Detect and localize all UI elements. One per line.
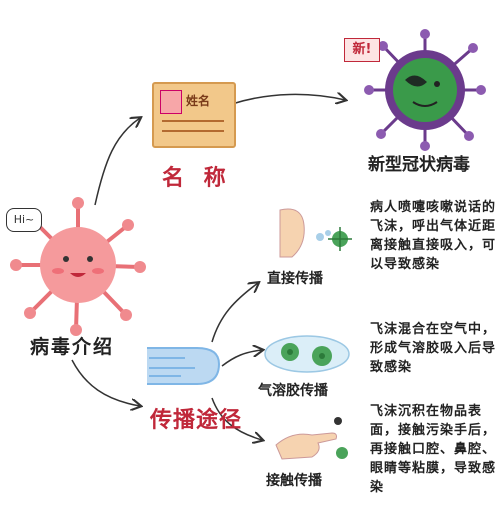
arrow-card-to-virus: [231, 94, 345, 104]
arrow-to-direct: [211, 283, 258, 343]
contact-hand-illustration: [275, 417, 348, 460]
route-aerosol-name: 气溶胶传播: [258, 383, 328, 399]
route-contact-name: 接触传播: [266, 473, 322, 489]
route-direct-desc: 病人喷嚏咳嗽说话的飞沫，呼出气体近距离接触直接吸入，可以导致感染: [370, 200, 497, 272]
route-contact-desc: 飞沫沉积在物品表面，接触污染手后，再接触口腔、鼻腔、眼睛等粘膜，导致感染: [370, 404, 497, 495]
wind-puff-illustration: [147, 347, 221, 385]
route-direct-name: 直接传播: [267, 271, 323, 287]
center-label: 病毒介绍: [30, 336, 115, 358]
hi-speech-bubble: Hi~: [6, 208, 42, 232]
virus-flag-text: 新!: [352, 42, 372, 57]
hi-bubble-text: Hi~: [13, 213, 35, 226]
direct-transmission-illustration: [279, 208, 352, 258]
arrow-to-name: [94, 118, 140, 206]
aerosol-cloud-illustration: [264, 335, 350, 373]
card-photo: [160, 90, 182, 114]
card-name-text: 姓名: [186, 94, 211, 108]
arrow-to-route: [71, 359, 140, 406]
coronavirus-illustration: [364, 29, 486, 151]
route-branch-label: 传播途径: [150, 408, 243, 433]
route-aerosol-desc: 飞沫混合在空气中，形成气溶胶吸入后导致感染: [370, 322, 497, 375]
name-branch-label: 名 称: [162, 166, 232, 191]
name-card-illustration: 姓名: [152, 82, 236, 148]
virus-name-label: 新型冠状病毒: [368, 155, 470, 175]
arrow-to-aerosol: [221, 350, 262, 367]
virus-flag-sign: 新!: [344, 38, 380, 62]
arrow-to-contact: [211, 397, 262, 440]
